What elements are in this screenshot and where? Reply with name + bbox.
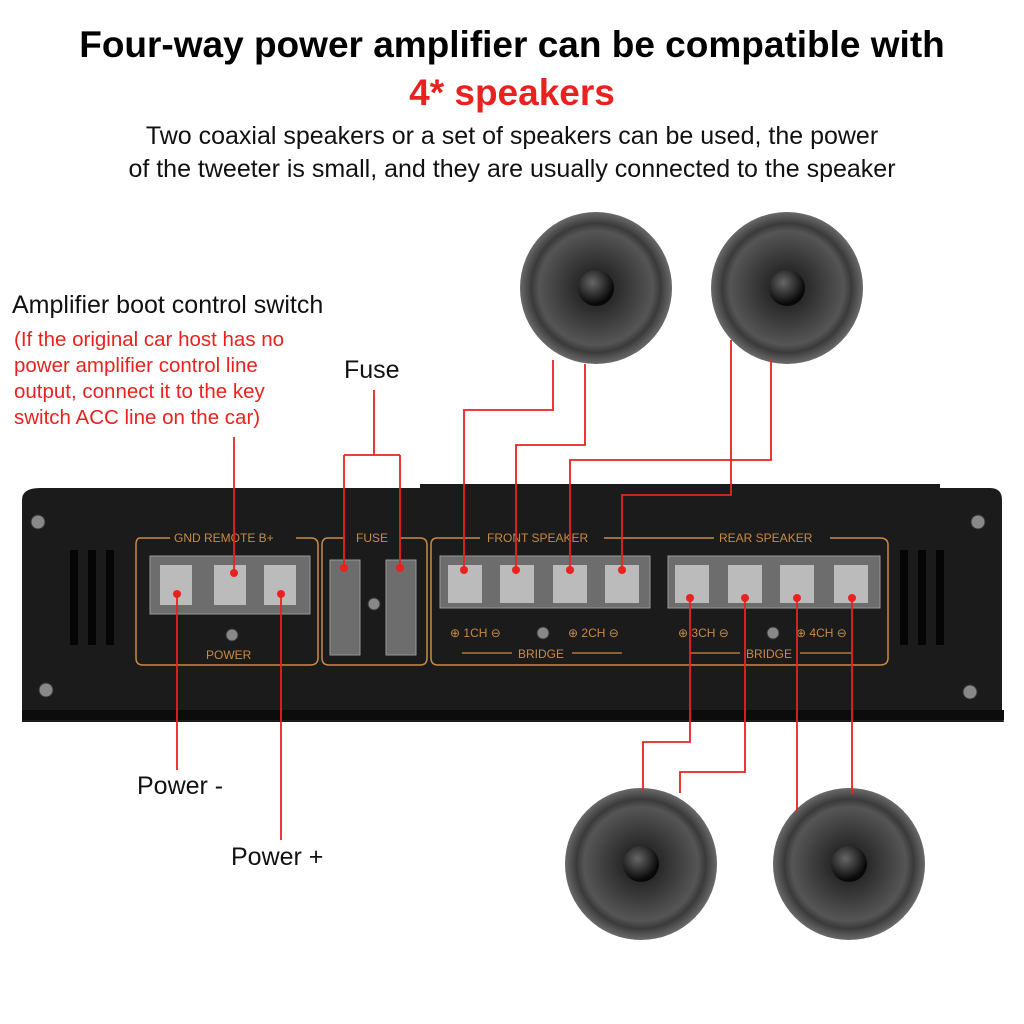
subtitle-line-1: Two coaxial speakers or a set of speaker… <box>145 122 879 150</box>
amplifier: GND REMOTE B+ FUSE FRONT SPEAKER REAR SP… <box>22 484 1004 722</box>
boot-note-line-3: output, connect it to the key <box>14 380 265 403</box>
boot-switch-label: Amplifier boot control switch <box>12 291 324 319</box>
fuse-header: FUSE <box>356 531 388 545</box>
wiring <box>176 340 853 840</box>
title-line-2: 4* speakers <box>409 72 615 113</box>
bridge-rear-label: BRIDGE <box>746 647 792 661</box>
ch4-label: ⊕ 4CH ⊖ <box>796 626 847 640</box>
boot-note-line-2: power amplifier control line <box>14 354 258 377</box>
speaker-front-right <box>711 212 863 364</box>
ch2-label: ⊕ 2CH ⊖ <box>568 626 619 640</box>
power-minus-label: Power - <box>137 772 224 800</box>
power-plus-label: Power + <box>231 843 324 871</box>
speaker-rear-left <box>565 788 717 940</box>
subtitle-line-2: of the tweeter is small, and they are us… <box>128 155 896 183</box>
boot-note-line-4: switch ACC line on the car) <box>14 406 261 429</box>
front-speaker-header: FRONT SPEAKER <box>487 531 588 545</box>
speaker-front-left <box>520 212 672 364</box>
fuse-label: Fuse <box>344 356 400 384</box>
rear-speaker-header: REAR SPEAKER <box>719 531 813 545</box>
speaker-rear-right <box>773 788 925 940</box>
power-terminal-header: GND REMOTE B+ <box>174 531 274 545</box>
ch1-label: ⊕ 1CH ⊖ <box>450 626 501 640</box>
title-line-1: Four-way power amplifier can be compatib… <box>79 24 945 65</box>
ch3-label: ⊕ 3CH ⊖ <box>678 626 729 640</box>
power-label: POWER <box>206 648 252 662</box>
boot-note-line-1: (If the original car host has no <box>14 328 285 351</box>
bridge-front-label: BRIDGE <box>518 647 564 661</box>
